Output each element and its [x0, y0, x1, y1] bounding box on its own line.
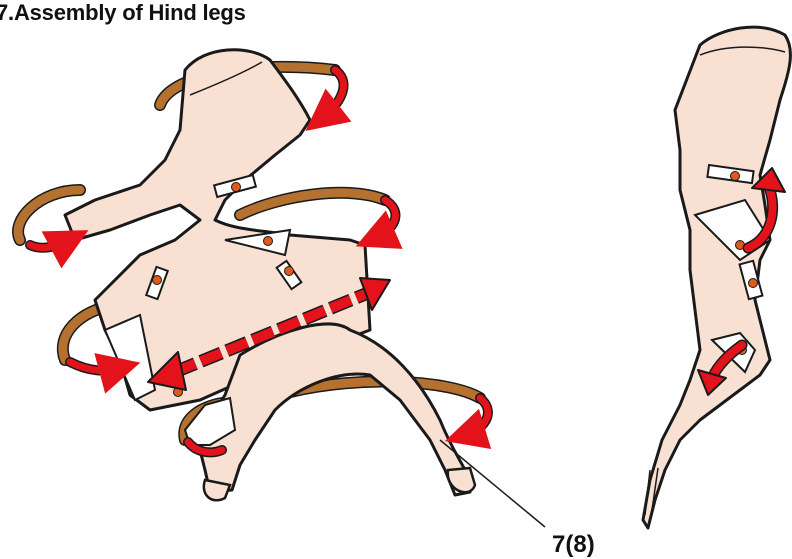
- peg-dot-icon: [153, 276, 162, 285]
- part-number-label: 7(8): [552, 531, 595, 558]
- peg-dot-icon: [749, 279, 758, 288]
- curved-arrow-icon: [322, 70, 344, 118]
- right-leg-assembly: [643, 27, 790, 528]
- left-leg-assembly: [18, 50, 545, 527]
- foot-toe-left: [204, 480, 230, 500]
- peg-dot-icon: [232, 183, 241, 192]
- curved-arrow-icon: [30, 240, 70, 248]
- peg-dot-icon: [264, 237, 273, 246]
- peg-dot-icon: [731, 172, 740, 181]
- side-leg-piece: [643, 27, 790, 528]
- peg-dot-icon: [285, 267, 294, 276]
